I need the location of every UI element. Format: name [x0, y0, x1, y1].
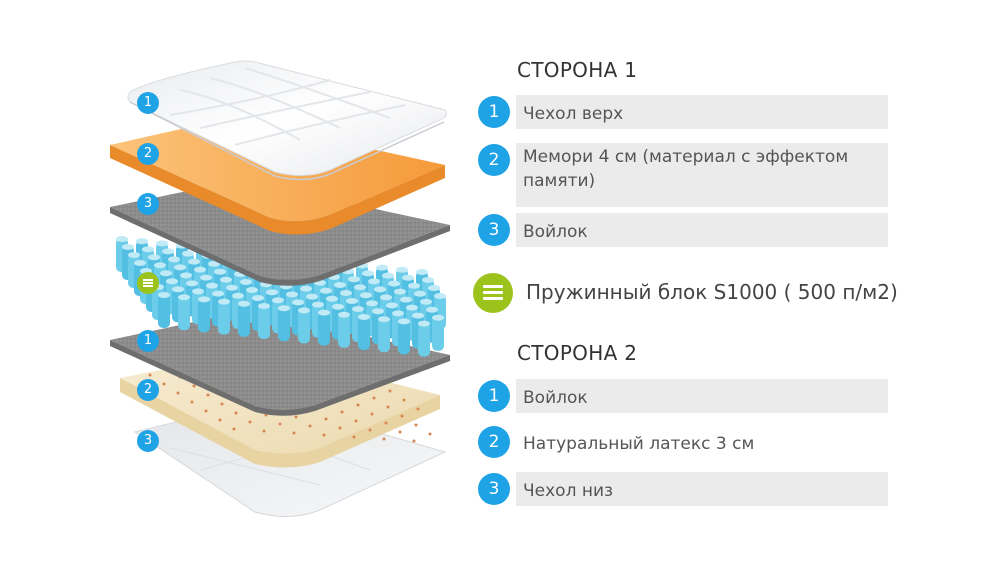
layer-badge-3: 3: [137, 193, 159, 215]
top-cover-layer: [127, 60, 447, 181]
item-label: Натуральный латекс 3 см: [523, 434, 755, 454]
felt-layer-bottom: [110, 310, 450, 416]
mattress-layers-illustration: [110, 60, 450, 518]
item-label: Чехол верх: [523, 104, 624, 124]
number-badge: 2: [478, 144, 510, 176]
number-badge: 1: [478, 380, 510, 412]
side-1-title: СТОРОНА 1: [517, 58, 638, 82]
spring-block-icon: [473, 273, 513, 313]
number-badge: 3: [478, 214, 510, 246]
layer-badge-1: 1: [137, 92, 159, 114]
number-badge: 3: [478, 473, 510, 505]
layer-badge-2: 2: [137, 143, 159, 165]
number-badge: 2: [478, 426, 510, 458]
item-label: Войлок: [523, 388, 588, 408]
item-label: Войлок: [523, 222, 588, 242]
item-label: Мемори 4 см (материал с эффектом памяти): [523, 147, 849, 191]
item-label: Чехол низ: [523, 481, 614, 501]
spring-block-label: Пружинный блок S1000 ( 500 п/м2): [526, 280, 898, 304]
layer-badge-6: 3: [137, 430, 159, 452]
spring-layer-badge-icon: [137, 272, 159, 294]
side-2-title: СТОРОНА 2: [517, 341, 638, 365]
number-badge: 1: [478, 96, 510, 128]
layer-badge-4: 1: [137, 330, 159, 352]
layer-badge-5: 2: [137, 379, 159, 401]
